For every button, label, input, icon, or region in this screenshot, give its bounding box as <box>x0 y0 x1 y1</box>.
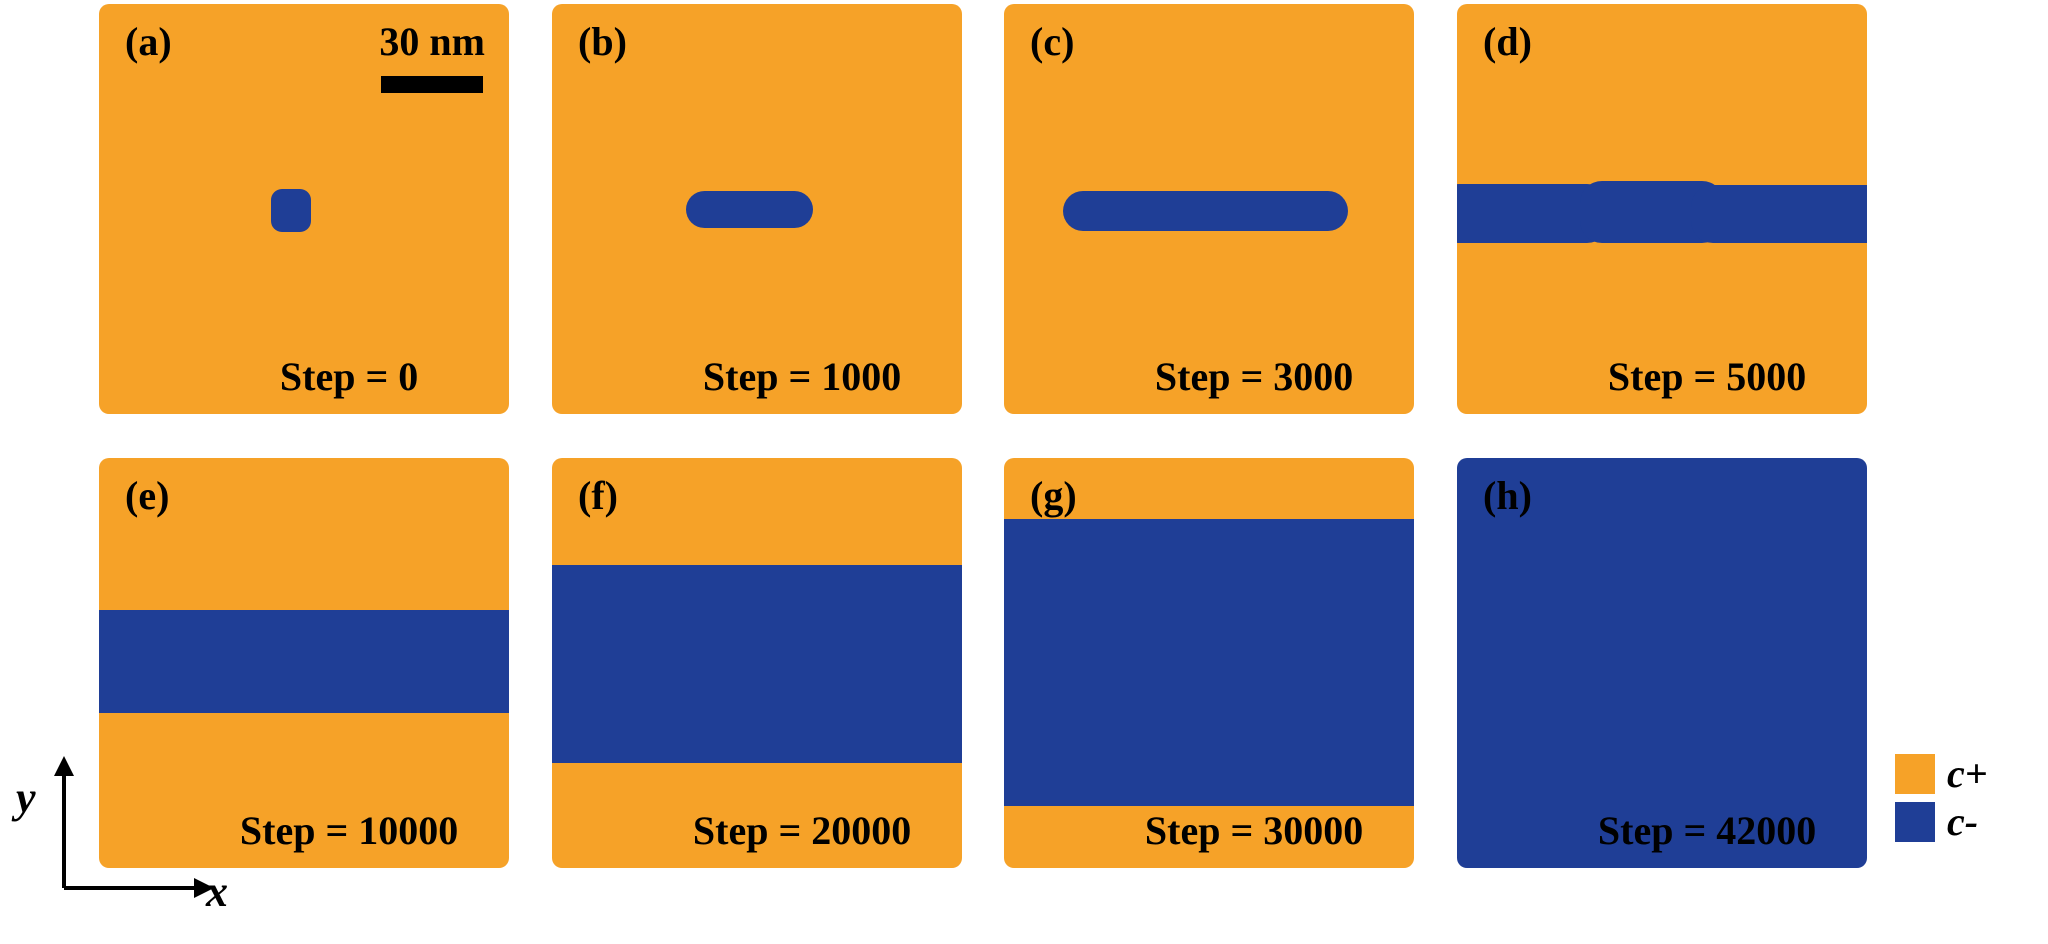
panel-label: (d) <box>1483 19 1532 64</box>
panel-d: (d) Step = 5000 <box>1457 4 1867 414</box>
axis-label-x: x <box>206 867 228 916</box>
legend-swatch-c-minus <box>1895 802 1935 842</box>
legend: c+ c- <box>1895 754 1988 850</box>
step-label: Step = 5000 <box>1607 354 1807 399</box>
x-axis-arrowhead-icon <box>194 878 214 898</box>
blue-domain-band <box>1004 518 1414 806</box>
panel-label: (e) <box>125 473 170 518</box>
blue-domain-pill <box>1063 190 1349 232</box>
blue-domain-pill <box>686 190 813 228</box>
panel-b: (b) Step = 1000 <box>552 4 962 414</box>
panel-e: (e) Step = 10000 <box>99 458 509 868</box>
blue-domain-stripe-segment <box>1690 185 1867 244</box>
legend-item-c-minus: c- <box>1895 802 1988 842</box>
panel-h: (h) Step = 42000 <box>1457 458 1867 868</box>
panel-g: (g) Step = 30000 <box>1004 458 1414 868</box>
legend-item-c-plus: c+ <box>1895 754 1988 794</box>
legend-label-c-minus: c- <box>1947 799 1979 844</box>
scale-bar <box>381 76 483 93</box>
scale-bar-label: 30 nm <box>379 19 485 64</box>
blue-domain-band <box>552 564 962 764</box>
panel-c: (c) Step = 3000 <box>1004 4 1414 414</box>
step-label: Step = 3000 <box>1154 354 1354 399</box>
panel-label: (f) <box>578 473 618 518</box>
legend-label-c-plus: c+ <box>1947 751 1988 796</box>
axis-arrows <box>54 756 214 898</box>
blue-domain-nucleus <box>271 189 312 232</box>
legend-swatch-c-plus <box>1895 754 1935 794</box>
panel-label: (c) <box>1030 19 1075 64</box>
panel-a: (a) 30 nm Step = 0 <box>99 4 509 414</box>
step-label: Step = 10000 <box>239 808 459 853</box>
blue-domain-band <box>99 609 509 714</box>
step-label: Step = 1000 <box>702 354 902 399</box>
axis-label-y: y <box>16 773 36 822</box>
panel-label: (h) <box>1483 473 1532 518</box>
panel-label: (g) <box>1030 473 1077 518</box>
panel-label: (a) <box>125 19 172 64</box>
step-label: Step = 20000 <box>692 808 912 853</box>
step-label: Step = 42000 <box>1597 808 1817 853</box>
step-label: Step = 0 <box>279 354 419 399</box>
panel-f: (f) Step = 20000 <box>552 458 962 868</box>
step-label: Step = 30000 <box>1144 808 1364 853</box>
y-axis-arrowhead-icon <box>54 756 74 776</box>
panel-label: (b) <box>578 19 627 64</box>
